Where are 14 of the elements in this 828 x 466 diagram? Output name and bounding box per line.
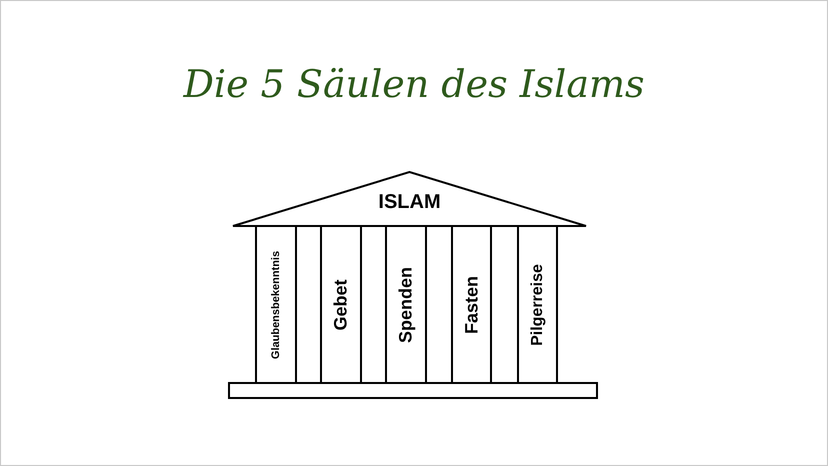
roof-triangle <box>232 171 587 227</box>
pillar <box>255 225 297 384</box>
pillar <box>385 225 427 384</box>
pillar-label: Glaubensbekenntnis <box>270 250 282 359</box>
pillar <box>451 225 492 384</box>
roof-label: ISLAM <box>378 191 441 214</box>
pillar <box>320 225 362 384</box>
pillar-label: Gebet <box>330 279 352 330</box>
pillar <box>517 225 558 384</box>
pillar-label: Pilgerreise <box>528 264 546 346</box>
title: Die 5 Säulen des Islams <box>182 62 646 106</box>
pillar-label: Fasten <box>461 275 482 334</box>
pillar-label: Spenden <box>396 266 416 342</box>
temple-base <box>228 382 598 399</box>
